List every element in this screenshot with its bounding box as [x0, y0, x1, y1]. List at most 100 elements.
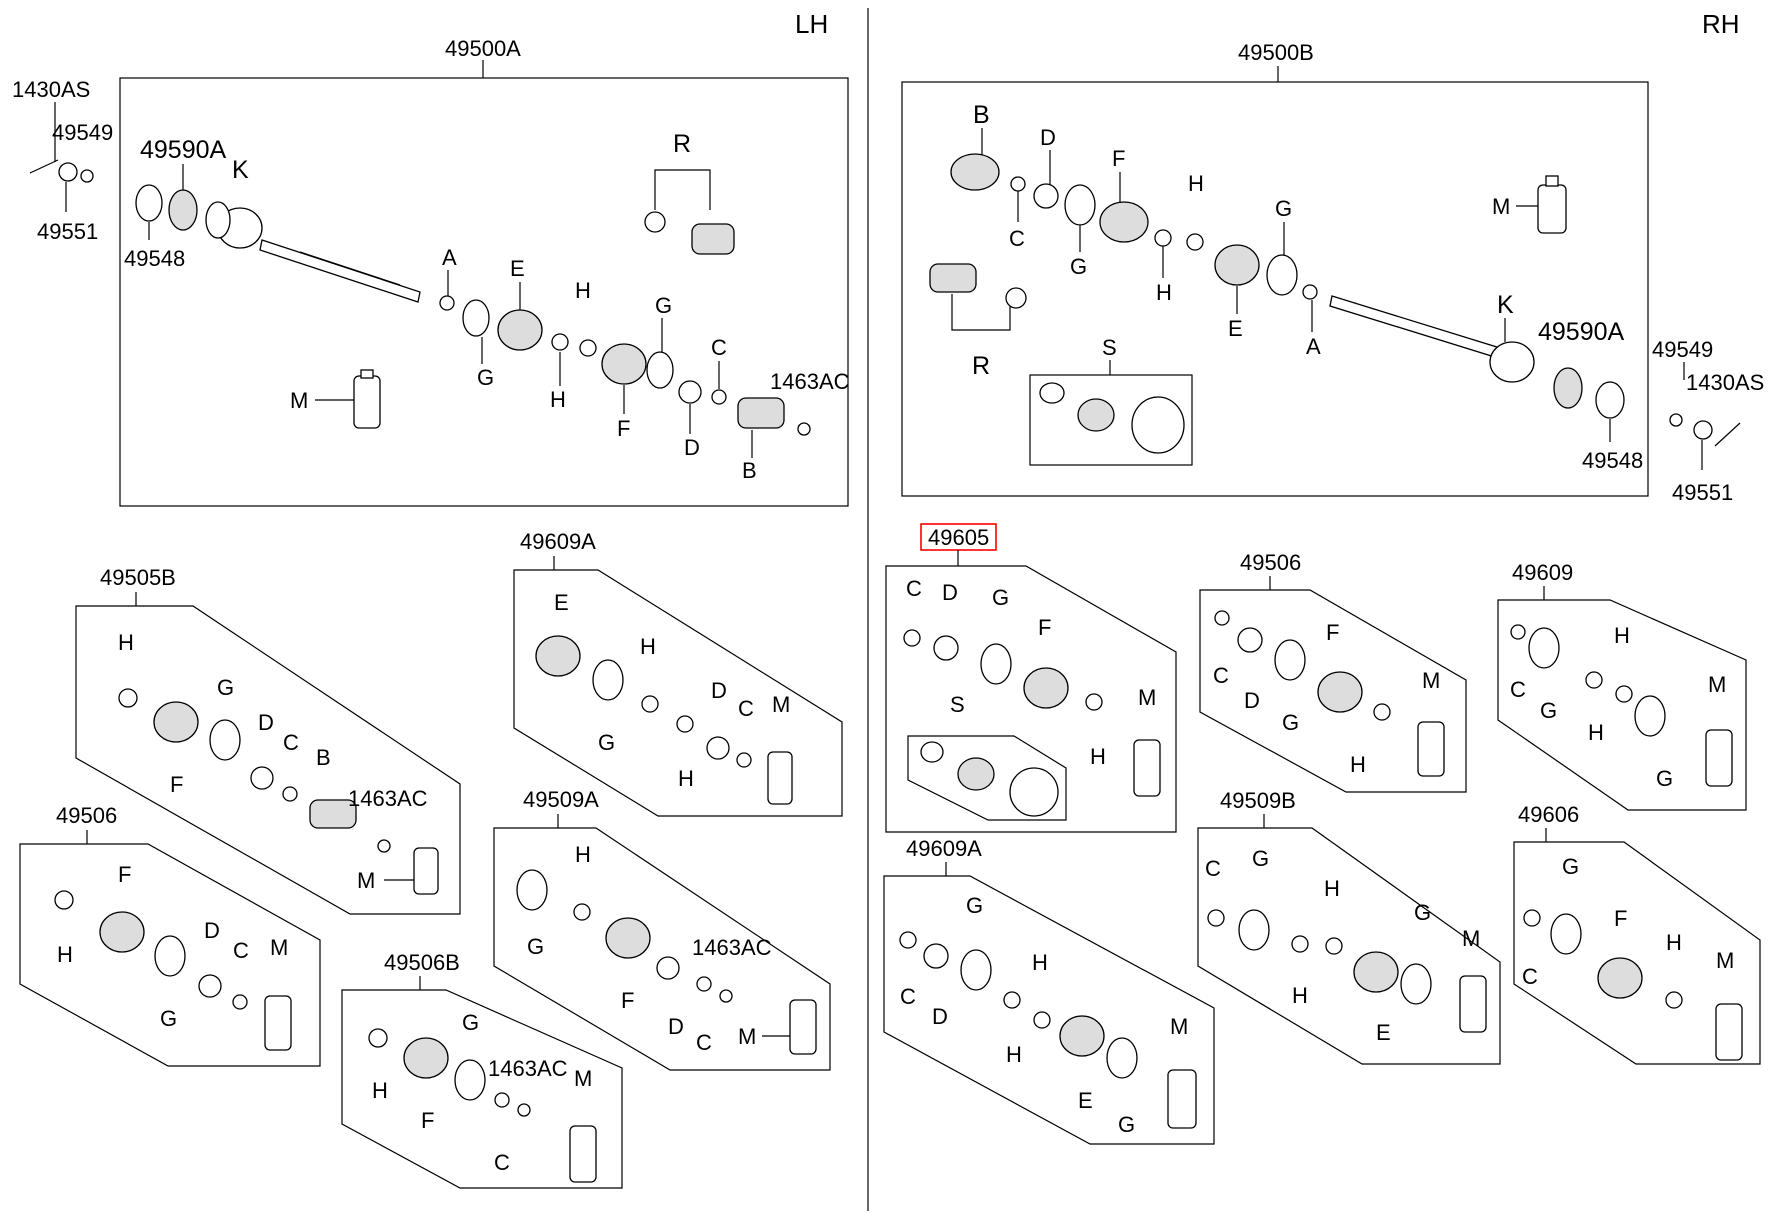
kit-49609[interactable]: 49609 C G H H G M [1497, 560, 1747, 811]
kit-49606-H: H [1666, 930, 1682, 955]
kit-49506B[interactable]: 49506B H F G C 1463AC M [341, 950, 623, 1189]
label-R-lh: R [673, 130, 691, 158]
kit-label-49506B: 49506B [384, 950, 460, 975]
kit-49605-H: H [1090, 744, 1106, 769]
kit-49609A-lh-E: E [554, 590, 569, 615]
kit-49509B[interactable]: 49509B C G H H E G M [1197, 788, 1501, 1065]
kit-49509B-E: E [1376, 1020, 1391, 1045]
kit-49606-M: M [1716, 948, 1734, 973]
kit-label-49606: 49606 [1518, 802, 1579, 827]
side-label-lh: LH [795, 9, 828, 39]
label-H-rh-1: H [1188, 171, 1204, 196]
label-49590A-rh: 49590A [1538, 318, 1625, 346]
kit-49609A-rh-H1: H [1006, 1042, 1022, 1067]
kit-49609-H1: H [1588, 720, 1604, 745]
side-label-rh: RH [1702, 9, 1740, 39]
kit-49506-lh-H: H [57, 942, 73, 967]
label-M-rh: M [1492, 194, 1510, 219]
label-49551-rh: 49551 [1672, 480, 1733, 505]
kit-49505B-1463AC: 1463AC [348, 786, 428, 811]
kit-49509A-F: F [621, 988, 634, 1013]
label-K-lh: K [232, 156, 249, 184]
kit-49505B-M: M [357, 868, 375, 893]
kit-49506B-M: M [574, 1066, 592, 1091]
kit-49506-lh-F: F [118, 862, 131, 887]
kit-49506B-G: G [462, 1010, 479, 1035]
kit-49609-M: M [1708, 672, 1726, 697]
kit-label-49605[interactable]: 49605 [928, 525, 989, 550]
label-D-rh: D [1040, 125, 1056, 150]
kit-49506B-C: C [494, 1150, 510, 1175]
kit-49605-C: C [906, 576, 922, 601]
kit-49605-S: S [950, 692, 965, 717]
kit-49609-C: C [1510, 677, 1526, 702]
label-F-lh: F [617, 416, 630, 441]
kit-49506-rh-G: G [1282, 710, 1299, 735]
loose-parts-rh[interactable]: 49549 1430AS 49551 [1652, 337, 1764, 505]
kit-49506-rh-D: D [1244, 688, 1260, 713]
kit-49509B-C: C [1205, 856, 1221, 881]
assembly-label-49500A: 49500A [445, 36, 521, 61]
kit-49509B-H1: H [1292, 983, 1308, 1008]
assembly-49500B[interactable]: 49500B B C D G F H H E G [901, 40, 1649, 497]
label-49548-lh: 49548 [124, 246, 185, 271]
label-C-rh: C [1009, 226, 1025, 251]
label-F-rh: F [1112, 146, 1125, 171]
kit-49506-lh[interactable]: 49506 H F G D C M [19, 803, 321, 1067]
kit-49506-lh-D: D [204, 918, 220, 943]
kit-49509B-G2: G [1414, 900, 1431, 925]
kit-49609A-lh-G: G [598, 730, 615, 755]
label-1430AS-lh: 1430AS [12, 77, 90, 102]
label-A-lh: A [442, 245, 457, 270]
kit-49505B-D: D [258, 710, 274, 735]
loose-parts-lh[interactable]: 1430AS 49549 49551 [12, 77, 113, 244]
kit-49606[interactable]: 49606 C G F H M [1513, 802, 1761, 1065]
kit-49509A[interactable]: 49509A G H F D C 1463AC M [493, 787, 831, 1071]
kit-label-49506-lh: 49506 [56, 803, 117, 828]
kit-label-49506-rh: 49506 [1240, 550, 1301, 575]
kit-49605-M: M [1138, 685, 1156, 710]
kit-49609A-lh-C: C [738, 696, 754, 721]
label-M-lh: M [290, 388, 308, 413]
kit-49506-rh[interactable]: 49506 C D G F H M [1199, 550, 1467, 793]
kit-49509B-H2: H [1324, 876, 1340, 901]
label-K-rh: K [1497, 291, 1514, 319]
label-C-lh: C [711, 335, 727, 360]
kit-49506B-F: F [421, 1108, 434, 1133]
label-B-lh: B [742, 458, 757, 483]
kit-49605[interactable]: 49605 C D G F H M S [885, 523, 1177, 833]
kit-49609A-rh-G2: G [1118, 1112, 1135, 1137]
label-49590A-lh: 49590A [140, 136, 227, 164]
label-D-lh: D [684, 435, 700, 460]
kit-49506-rh-C: C [1213, 663, 1229, 688]
kit-49506-lh-G: G [160, 1006, 177, 1031]
label-49549-lh: 49549 [52, 120, 113, 145]
kit-49505B-G: G [217, 675, 234, 700]
kit-49506-lh-M: M [270, 935, 288, 960]
kit-49509A-C: C [696, 1030, 712, 1055]
kit-49509A-G: G [527, 934, 544, 959]
kit-49609A-lh-H1: H [640, 634, 656, 659]
kit-49606-G: G [1562, 854, 1579, 879]
kit-49509A-1463AC: 1463AC [692, 935, 772, 960]
kit-49505B[interactable]: 49505B H F G D C B 1463AC M [75, 565, 461, 915]
kit-49609A-lh[interactable]: 49609A E G H H D C M [513, 529, 843, 817]
kit-49605-D: D [942, 580, 958, 605]
label-S-rh: S [1102, 335, 1117, 360]
kit-49609A-rh[interactable]: 49609A C D G H H E G M [883, 836, 1215, 1145]
kit-49605-G: G [992, 585, 1009, 610]
kit-label-49609A-lh: 49609A [520, 529, 596, 554]
kit-49509B-G1: G [1252, 846, 1269, 871]
assembly-49500A[interactable]: 49500A K 49548 49590A A G E H H [119, 36, 850, 507]
label-G-rh-1: G [1070, 254, 1087, 279]
kit-49505B-H: H [118, 630, 134, 655]
kit-49609A-rh-M: M [1170, 1014, 1188, 1039]
kit-49509B-M: M [1462, 926, 1480, 951]
assembly-label-49500B: 49500B [1238, 40, 1314, 65]
kit-label-49509B: 49509B [1220, 788, 1296, 813]
kit-49609-G2: G [1656, 766, 1673, 791]
label-E-rh: E [1228, 316, 1243, 341]
kit-49609-G1: G [1540, 698, 1557, 723]
